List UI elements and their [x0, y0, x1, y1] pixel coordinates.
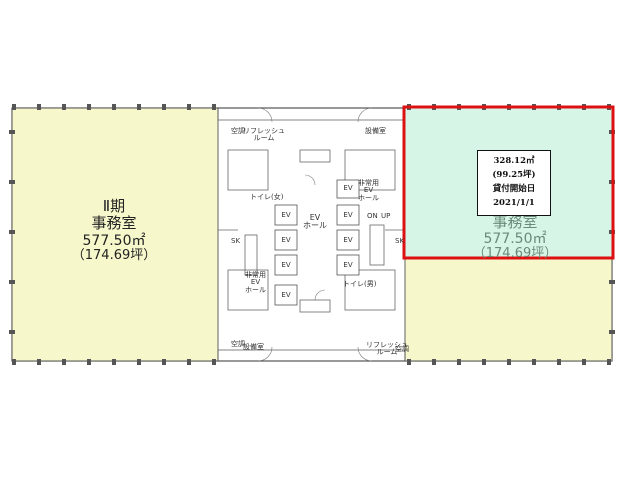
column-5-0 — [137, 104, 141, 110]
refresh-room-top: リフレッシュ ルーム — [243, 127, 285, 143]
column-1-1 — [37, 359, 41, 365]
ev-label-7: EV — [343, 261, 353, 269]
column-14-1 — [532, 359, 536, 365]
left-office-tsubo: （174.69坪） — [71, 247, 157, 263]
column-17-1 — [607, 359, 611, 365]
side-column-4-0 — [9, 330, 15, 334]
toilet-female-label: トイレ(女) — [250, 193, 284, 201]
toilet-male-label: トイレ(男) — [343, 280, 377, 288]
left-office-area: 577.50㎡ — [82, 232, 146, 249]
ev-label-3: EV — [281, 261, 291, 269]
column-3-0 — [87, 104, 91, 110]
emergency-ev-hall-left: 非常用 EV ホール — [245, 271, 266, 294]
column-9-1 — [407, 359, 411, 365]
right-office-name: 事務室 — [492, 213, 538, 231]
ev-label-1: EV — [281, 211, 291, 219]
left-office-phase: Ⅱ期 — [102, 197, 126, 215]
ev-hall-label: EV ホール — [303, 213, 327, 231]
column-6-0 — [162, 104, 166, 110]
column-8-0 — [212, 104, 216, 110]
door-swings — [257, 107, 373, 362]
column-6-1 — [162, 359, 166, 365]
callout-tsubo: (99.25坪) — [492, 170, 536, 180]
column-5-1 — [137, 359, 141, 365]
leased-area-border — [402, 105, 615, 260]
column-0-0 — [12, 104, 16, 110]
air-con-bottom-right: 空調 — [395, 345, 409, 353]
column-0-1 — [12, 359, 16, 365]
elevator-shafts — [274, 179, 360, 306]
refresh-room-bottom: リフレッシュ ルーム — [366, 341, 408, 357]
left-office-name: 事務室 — [91, 214, 137, 233]
column-7-1 — [187, 359, 191, 365]
right-office-tsubo: （174.69坪） — [472, 246, 558, 262]
column-12-1 — [482, 359, 486, 365]
callout-area: 328.12㎡ — [493, 156, 535, 166]
side-column-1-0 — [9, 180, 15, 184]
column-13-1 — [507, 359, 511, 365]
core-walls — [217, 119, 406, 351]
up-label: UP — [381, 212, 391, 220]
column-15-1 — [557, 359, 561, 365]
column-1-0 — [37, 104, 41, 110]
column-16-1 — [582, 359, 586, 365]
ev-label-8: EV — [343, 184, 353, 192]
sk-right: SK — [395, 237, 405, 245]
ev-label-2: EV — [281, 236, 291, 244]
ev-label-5: EV — [343, 211, 353, 219]
air-con-bottom-left: 空調 — [231, 340, 245, 348]
column-2-1 — [62, 359, 66, 365]
column-4-0 — [112, 104, 116, 110]
sk-left: SK — [231, 237, 241, 245]
on-label: ON — [367, 212, 378, 220]
ev-label-4: EV — [281, 291, 291, 299]
callout-status: 貸付開始日 — [492, 184, 536, 194]
column-8-1 — [212, 359, 216, 365]
right-office-area: 577.50㎡ — [483, 231, 547, 248]
column-11-1 — [457, 359, 461, 365]
equipment-room-top: 設備室 — [365, 127, 386, 135]
right-office-label: 事務室 577.50㎡ （174.69坪） — [405, 213, 625, 262]
column-2-0 — [62, 104, 66, 110]
left-office-label: Ⅱ期 事務室 577.50㎡ （174.69坪） — [0, 197, 228, 264]
column-3-1 — [87, 359, 91, 365]
column-4-1 — [112, 359, 116, 365]
equipment-room-bottom: 設備室 — [243, 343, 264, 351]
ev-label-6: EV — [343, 236, 353, 244]
side-column-2-0 — [9, 230, 15, 234]
side-column-4-1 — [609, 330, 615, 334]
air-con-top-left: 空調 — [231, 127, 245, 135]
side-column-3-1 — [609, 280, 615, 284]
column-7-0 — [187, 104, 191, 110]
emergency-ev-hall-right: 非常用 EV ホール — [358, 179, 379, 202]
lease-callout: 328.12㎡ (99.25坪) 貸付開始日 2021/1/1 — [477, 150, 551, 216]
side-column-0-0 — [9, 130, 15, 134]
callout-date: 2021/1/1 — [493, 198, 535, 208]
side-column-3-0 — [9, 280, 15, 284]
column-10-1 — [432, 359, 436, 365]
